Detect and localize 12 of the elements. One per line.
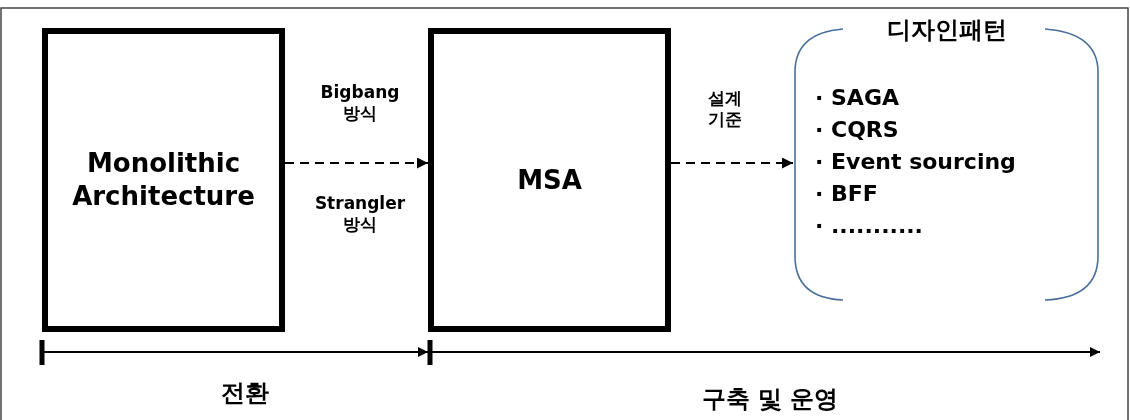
- arrow: [671, 157, 793, 169]
- list-item: · CQRS: [815, 117, 899, 143]
- arrow: [285, 157, 428, 169]
- list-item: · Event sourcing: [815, 149, 1016, 175]
- process-box: MSA: [428, 28, 671, 332]
- list-item: · BFF: [815, 181, 878, 207]
- phase-label: 구축 및 운영: [700, 384, 840, 414]
- process-box: Monolithic Architecture: [42, 28, 285, 332]
- list-item: · ...........: [815, 213, 923, 239]
- phase-label: 전환: [220, 378, 270, 408]
- heading: 디자인패턴: [886, 15, 1007, 45]
- list-item: · SAGA: [815, 85, 899, 111]
